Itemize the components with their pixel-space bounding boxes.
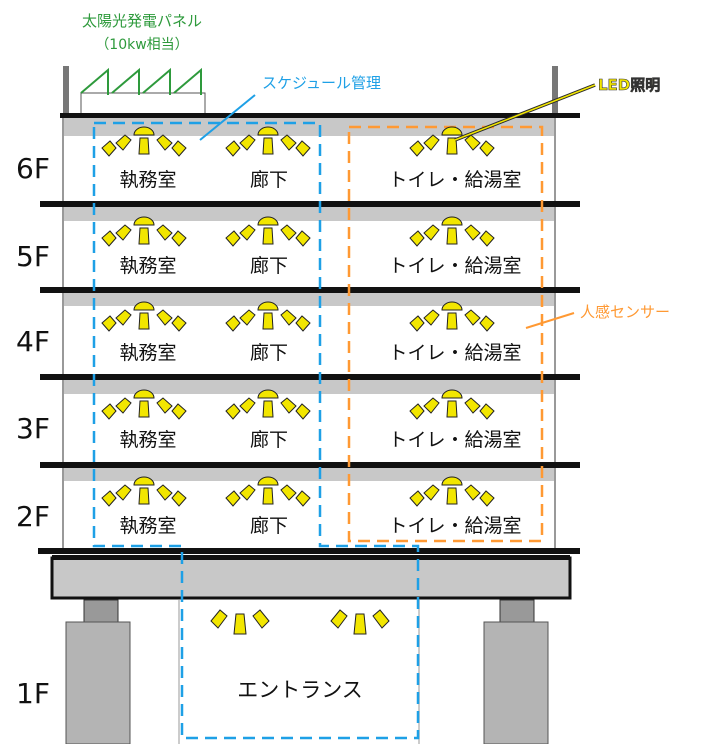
- room-restroom-6f: トイレ・給湯室: [388, 169, 521, 191]
- room-hall-6f: 廊下: [250, 169, 288, 191]
- solar-panel-icon: [80, 67, 206, 115]
- floor-label-3f: 3F: [16, 412, 50, 445]
- floor-label-6f: 6F: [16, 152, 50, 185]
- motion-sensor-zone: [347, 125, 544, 543]
- schedule-callout-line: [199, 94, 256, 141]
- piloti-left: [65, 599, 131, 744]
- room-office-3f: 執務室: [119, 429, 176, 451]
- room-hall-4f: 廊下: [250, 342, 288, 364]
- schedule-management-zone: [92, 121, 420, 740]
- room-hall-5f: 廊下: [250, 255, 288, 277]
- room-hall-3f: 廊下: [250, 429, 288, 451]
- room-restroom-5f: トイレ・給湯室: [388, 255, 521, 277]
- piloti-right: [483, 599, 549, 744]
- entrance-wall-right: [418, 600, 420, 744]
- solar-panel-label: 太陽光発電パネル: [82, 12, 202, 30]
- room-office-5f: 執務室: [119, 255, 176, 277]
- room-hall-2f: 廊下: [250, 515, 288, 537]
- floor-label-4f: 4F: [16, 325, 50, 358]
- schedule-callout-label: スケジュール管理: [262, 74, 381, 92]
- room-restroom-3f: トイレ・給湯室: [388, 429, 521, 451]
- room-entrance: エントランス: [237, 678, 363, 702]
- entrance-wall-left: [178, 600, 180, 744]
- led-callout-line-inner: [454, 84, 596, 141]
- room-office-4f: 執務室: [119, 342, 176, 364]
- sensor-callout-line: [525, 312, 575, 329]
- solar-panel-capacity: （10kw相当）: [95, 37, 188, 53]
- room-restroom-2f: トイレ・給湯室: [388, 515, 521, 537]
- roof-post-left: [63, 66, 69, 114]
- floor-label-2f: 2F: [16, 500, 50, 533]
- room-office-6f: 執務室: [119, 169, 176, 191]
- floor-label-5f: 5F: [16, 240, 50, 273]
- led-callout-label: LED照明: [598, 76, 660, 94]
- floor-label-1f: 1F: [16, 677, 50, 710]
- sensor-callout-label: 人感センサー: [580, 303, 670, 321]
- roof-post-right: [552, 66, 558, 114]
- foundation-beam: [50, 555, 572, 600]
- room-office-2f: 執務室: [119, 515, 176, 537]
- floor-structure: [38, 113, 580, 554]
- room-restroom-4f: トイレ・給湯室: [388, 342, 521, 364]
